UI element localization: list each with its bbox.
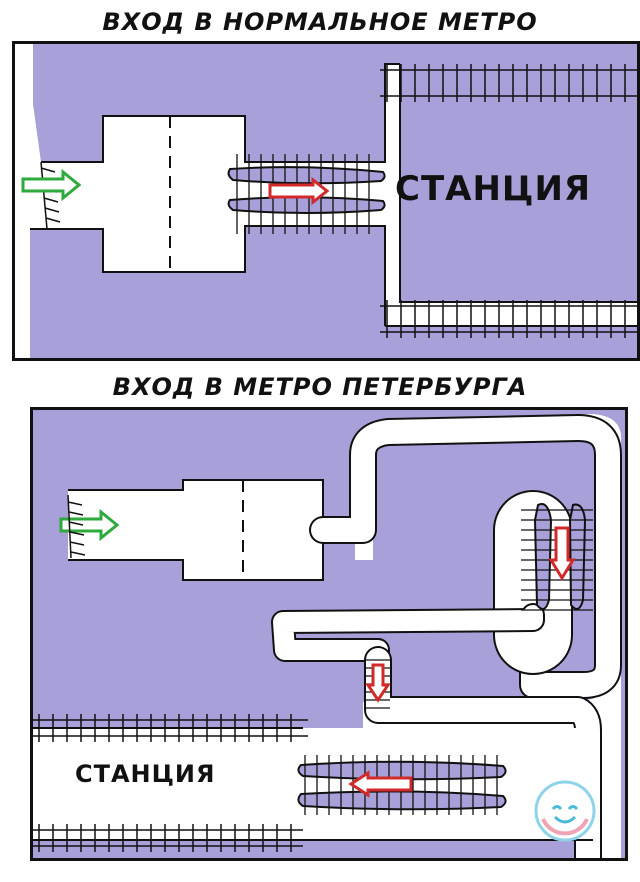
petersburg-metro-panel: СТАНЦИЯ: [30, 407, 628, 861]
green-arrow-icon: [21, 168, 82, 202]
station-label: СТАНЦИЯ: [75, 760, 216, 788]
station-label: СТАНЦИЯ: [395, 169, 592, 209]
entrance-turnstiles: [67, 494, 86, 559]
rail-tracks: [33, 714, 308, 852]
station-hall: [33, 727, 593, 841]
red-arrow-icon: [548, 526, 576, 581]
red-arrow-icon: [348, 770, 413, 798]
red-arrow-icon: [365, 663, 391, 703]
top-caption: ВХОД В НОРМАЛЬНОЕ МЕТРО: [102, 8, 538, 36]
green-arrow-icon: [59, 508, 120, 542]
rail-tracks: [380, 64, 637, 338]
petersburg-metro-map: [33, 410, 625, 858]
normal-metro-panel: СТАНЦИЯ: [12, 41, 640, 361]
entrance-turnstiles: [40, 161, 61, 230]
bottom-caption: ВХОД В МЕТРО ПЕТЕРБУРГА: [112, 373, 528, 401]
normal-metro-map: [21, 44, 637, 358]
platform-islands: [297, 503, 587, 811]
red-arrow-icon: [268, 176, 330, 206]
smiley-face-icon: [534, 780, 596, 842]
